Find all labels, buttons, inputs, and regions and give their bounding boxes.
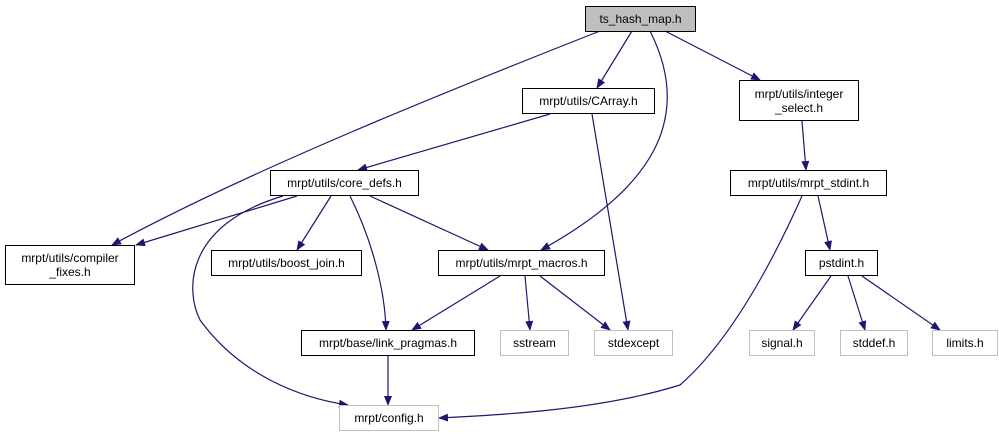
edge-pstdint-to-limits [861, 275, 941, 331]
node-mrpt-stdint[interactable]: mrpt/utils/mrpt_stdint.h [730, 170, 887, 196]
edge-core-defs-to-boost-join [296, 195, 332, 251]
node-config: mrpt/config.h [339, 405, 439, 431]
node-stddef: stddef.h [840, 330, 908, 356]
node-stdexcept: stdexcept [594, 330, 673, 356]
edge-pstdint-to-signal [792, 275, 832, 331]
edge-integer-select-to-mrpt-stdint [801, 120, 810, 171]
node-ts-hash-map: ts_hash_map.h [585, 6, 696, 32]
node-carray[interactable]: mrpt/utils/CArray.h [522, 88, 655, 114]
edge-ts-hash-map-to-compiler-fixes [111, 30, 601, 246]
node-signal: signal.h [749, 330, 815, 356]
node-compiler-fixes[interactable]: mrpt/utils/compiler _fixes.h [5, 245, 135, 285]
node-pstdint[interactable]: pstdint.h [805, 250, 878, 276]
edge-mrpt-stdint-to-config [438, 195, 803, 422]
edge-ts-hash-map-to-carray [596, 30, 633, 89]
edge-carray-to-stdexcept [591, 113, 631, 331]
edge-mrpt-macros-to-stdexcept [539, 275, 611, 331]
node-boost-join[interactable]: mrpt/utils/boost_join.h [211, 250, 362, 276]
edge-pstdint-to-stddef [847, 275, 867, 331]
edge-core-defs-to-mrpt-macros [369, 195, 489, 251]
node-link-pragmas[interactable]: mrpt/base/link_pragmas.h [301, 330, 475, 356]
edge-mrpt-macros-to-sstream [524, 275, 534, 331]
edge-mrpt-macros-to-link-pragmas [411, 275, 501, 331]
edge-ts-hash-map-to-mrpt-macros [540, 30, 668, 251]
node-integer-select[interactable]: mrpt/utils/integer _select.h [739, 80, 859, 121]
edge-ts-hash-map-to-integer-select [664, 30, 761, 81]
edge-core-defs-to-config [192, 195, 349, 408]
edge-carray-to-core-defs [357, 113, 551, 172]
edge-core-defs-to-compiler-fixes [135, 195, 298, 247]
edge-mrpt-stdint-to-pstdint [817, 195, 832, 251]
node-limits: limits.h [932, 330, 998, 356]
node-mrpt-macros[interactable]: mrpt/utils/mrpt_macros.h [438, 250, 605, 276]
node-sstream: sstream [500, 330, 569, 356]
node-core-defs[interactable]: mrpt/utils/core_defs.h [270, 170, 419, 196]
edge-core-defs-to-link-pragmas [349, 195, 390, 331]
